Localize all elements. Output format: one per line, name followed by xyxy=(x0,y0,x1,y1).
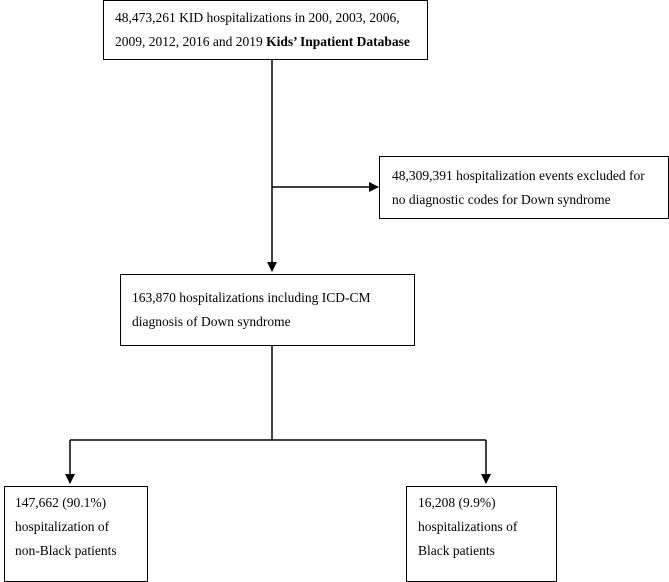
box-down-syndrome: 163,870 hospitalizations including ICD-C… xyxy=(120,274,415,346)
box-all-hospitalizations: 48,473,261 KID hospitalizations in 200, … xyxy=(103,0,428,60)
box-non-black-patients: 147,662 (90.1%) hospitalization of non-B… xyxy=(4,486,148,582)
box-text: 147,662 (90.1%) hospitalization of non-B… xyxy=(15,491,117,563)
text-line: 147,662 (90.1%) xyxy=(15,495,107,510)
text-line: diagnosis of Down syndrome xyxy=(132,314,291,329)
text-line: hospitalizations of xyxy=(418,519,518,534)
text-line: 163,870 hospitalizations including ICD-C… xyxy=(132,290,371,305)
box-text: 48,473,261 KID hospitalizations in 200, … xyxy=(115,6,410,54)
text-line: 2009, 2012, 2016 and 2019 Kids’ Inpatien… xyxy=(115,30,410,54)
text-line: 48,309,391 hospitalization events exclud… xyxy=(392,168,645,183)
text-line: Black patients xyxy=(418,543,495,558)
text-line: 48,473,261 KID hospitalizations in 200, … xyxy=(115,10,400,25)
text-plain: 2009, 2012, 2016 and 2019 xyxy=(115,34,267,49)
text-line: 16,208 (9.9%) xyxy=(418,495,496,510)
box-black-patients: 16,208 (9.9%) hospitalizations of Black … xyxy=(406,486,557,582)
box-text: 48,309,391 hospitalization events exclud… xyxy=(392,164,645,212)
box-text: 163,870 hospitalizations including ICD-C… xyxy=(132,286,371,334)
database-name: Kids’ Inpatient Database xyxy=(266,34,410,49)
text-line: hospitalization of xyxy=(15,519,110,534)
text-line: no diagnostic codes for Down syndrome xyxy=(392,192,611,207)
box-text: 16,208 (9.9%) hospitalizations of Black … xyxy=(418,491,517,563)
text-line: non-Black patients xyxy=(15,543,117,558)
box-excluded: 48,309,391 hospitalization events exclud… xyxy=(379,156,669,219)
